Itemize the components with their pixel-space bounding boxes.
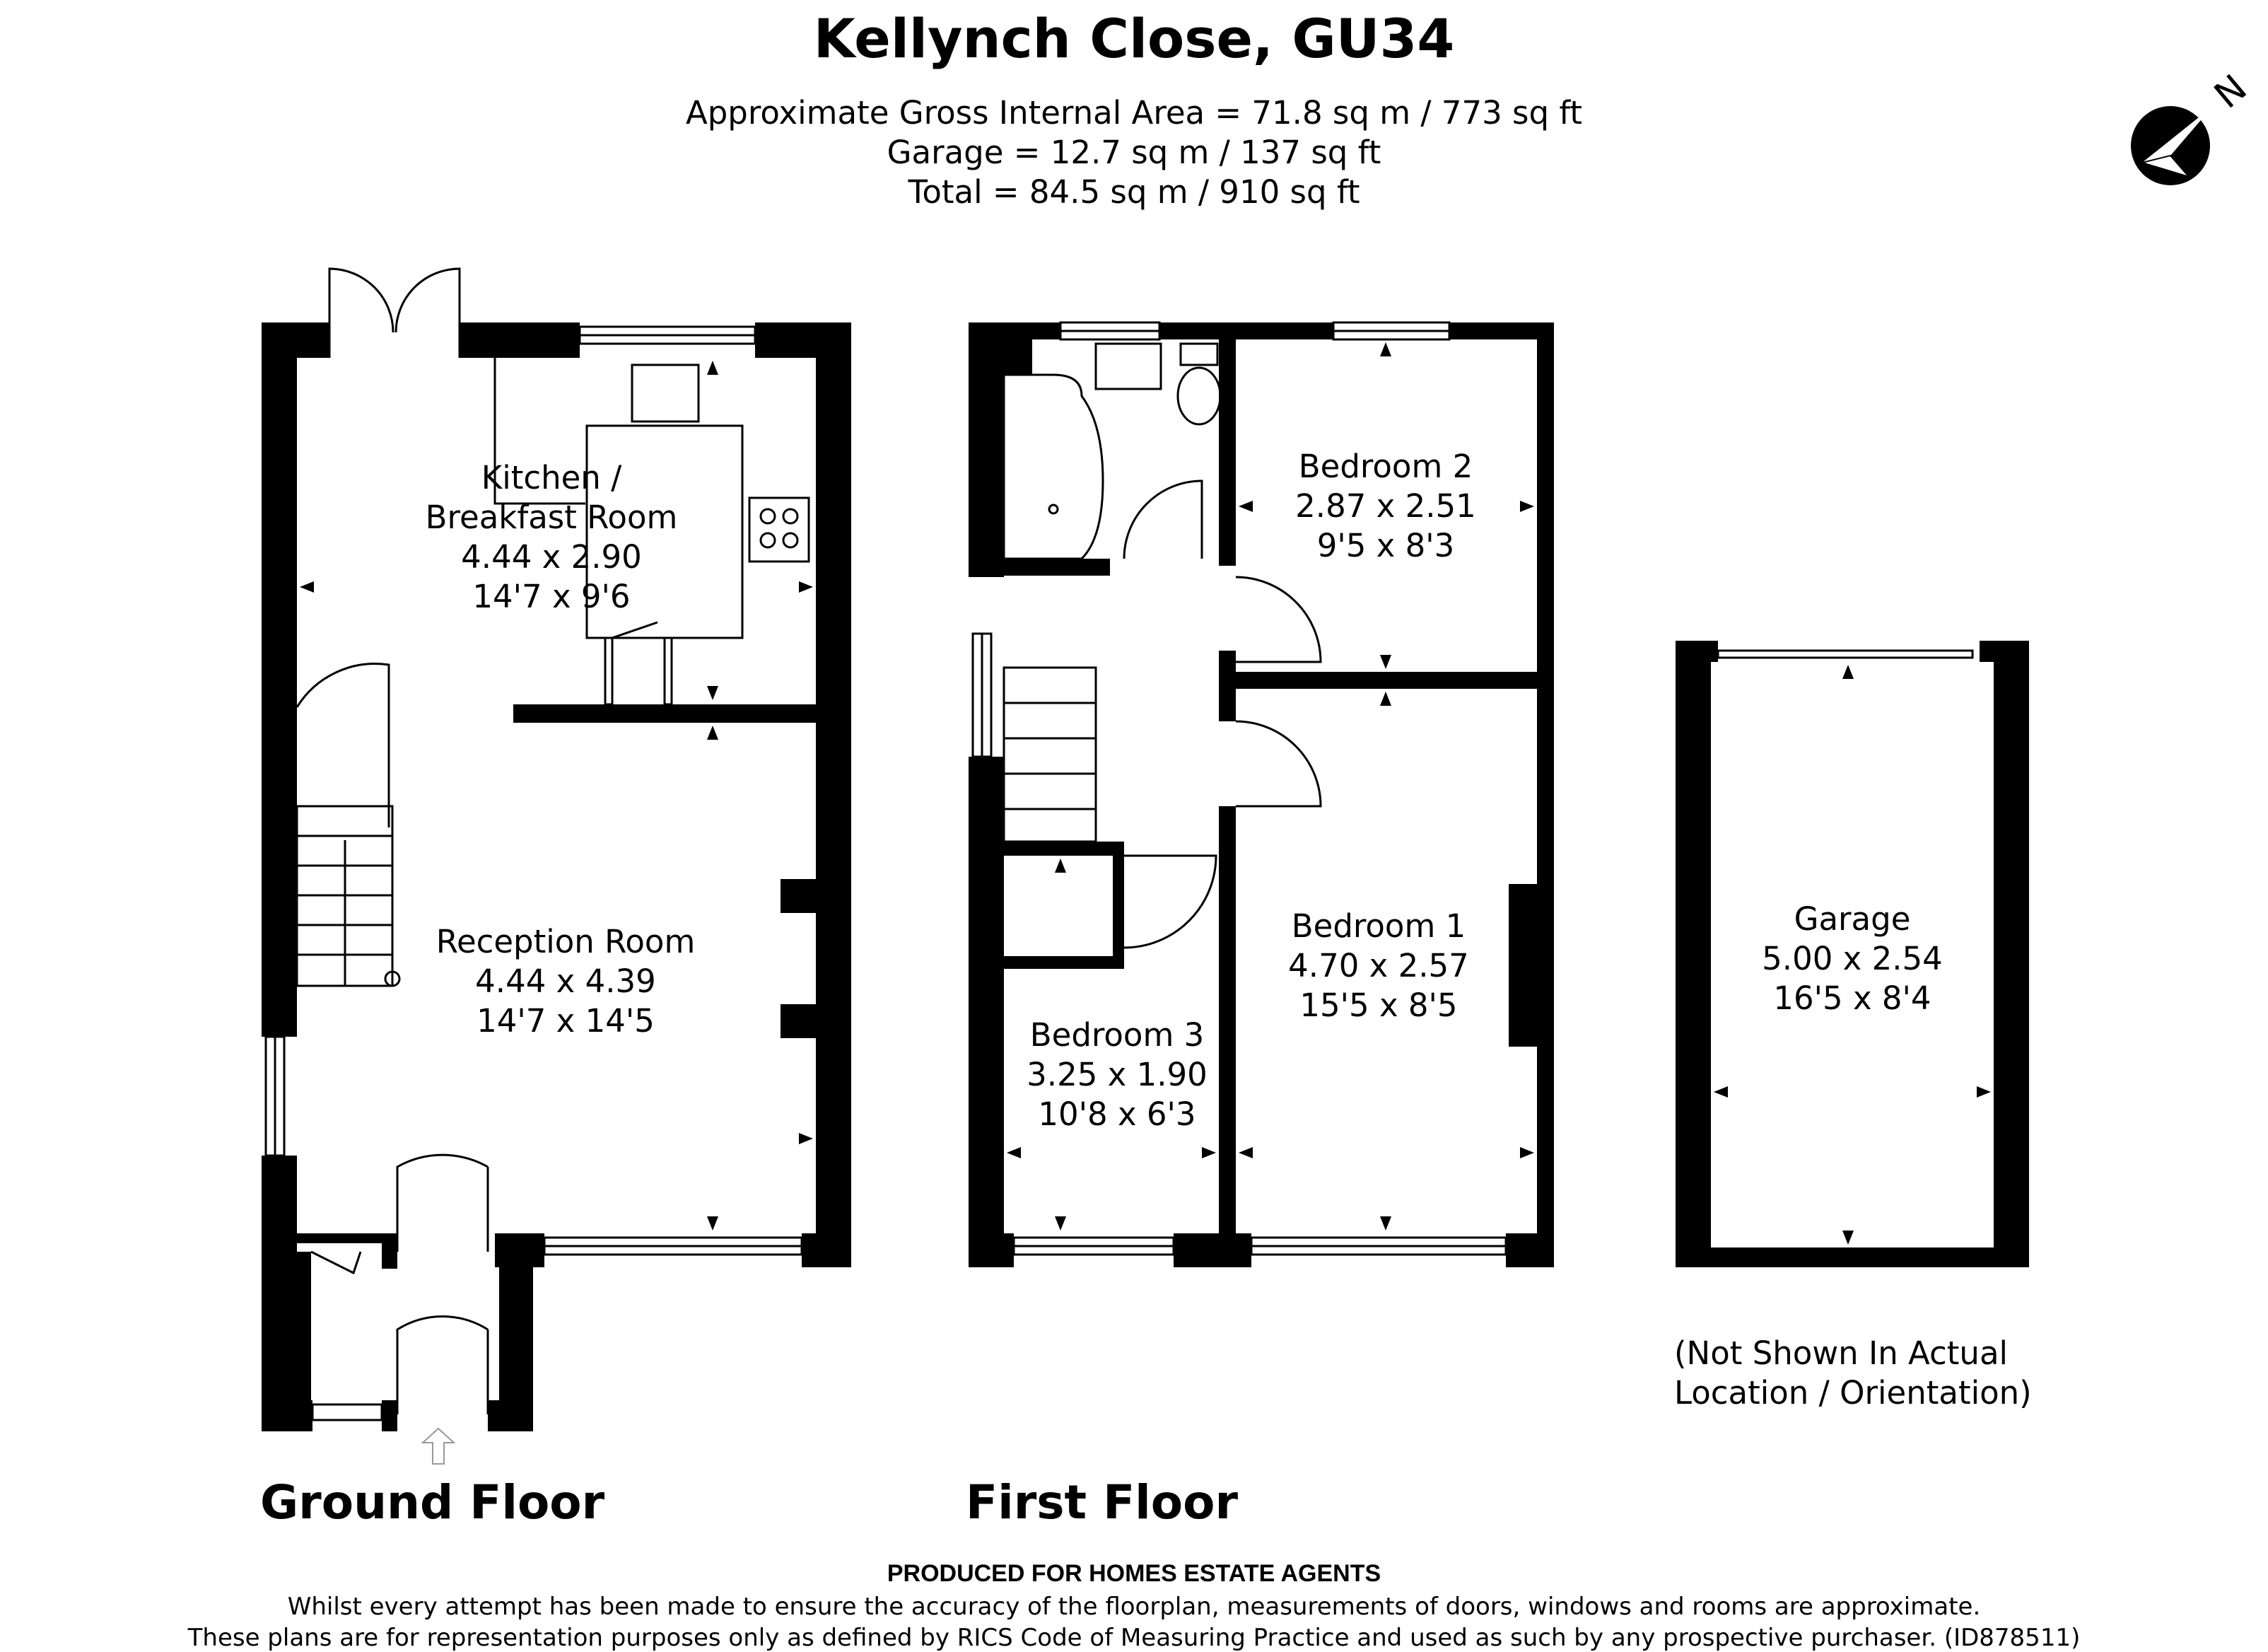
room-imperial: 16'5 x 8'4: [1773, 979, 1931, 1017]
room-name: Reception Room: [436, 923, 696, 960]
room-name: Bedroom 3: [1029, 1016, 1205, 1054]
room-imperial: 14'7 x 9'6: [472, 578, 631, 615]
produced-for-label: PRODUCED FOR HOMES ESTATE AGENTS: [887, 1560, 1381, 1587]
room-metric: 4.44 x 2.90: [461, 538, 642, 576]
total-area: Total = 84.5 sq m / 910 sq ft: [908, 173, 1360, 211]
first-floor-walls: [969, 322, 1554, 1267]
room-bedroom-3: Bedroom 3 3.25 x 1.90 10'8 x 6'3: [1004, 1016, 1230, 1134]
room-reception: Reception Room 4.44 x 4.39 14'7 x 14'5: [396, 922, 735, 1041]
ground-floor-walls: [262, 322, 851, 1431]
room-metric: 3.25 x 1.90: [1027, 1056, 1208, 1093]
ground-floor-details: [264, 267, 810, 1465]
room-kitchen: Kitchen / Breakfast Room 4.44 x 2.90 14'…: [396, 458, 707, 617]
garage-walls: [1676, 641, 2029, 1267]
disclaimer-line-1: Whilst every attempt has been made to en…: [287, 1593, 1981, 1621]
area-summary: Approximate Gross Internal Area = 71.8 s…: [0, 93, 2268, 212]
disclaimer-line-2: These plans are for representation purpo…: [187, 1624, 2081, 1652]
garage-area: Garage = 12.7 sq m / 137 sq ft: [887, 134, 1381, 171]
room-name: Bedroom 2: [1298, 448, 1473, 485]
room-name: Breakfast Room: [425, 499, 678, 536]
room-imperial: 10'8 x 6'3: [1038, 1095, 1196, 1133]
room-bedroom-2: Bedroom 2 2.87 x 2.51 9'5 x 8'3: [1258, 447, 1513, 566]
plan-title: Kellynch Close, GU34: [813, 7, 1455, 70]
first-floor-label: First Floor: [966, 1475, 1239, 1530]
room-imperial: 15'5 x 8'5: [1299, 987, 1458, 1024]
gross-internal-area: Approximate Gross Internal Area = 71.8 s…: [685, 94, 1583, 132]
room-metric: 2.87 x 2.51: [1295, 487, 1476, 525]
room-name: Bedroom 1: [1291, 907, 1466, 945]
room-metric: 5.00 x 2.54: [1762, 940, 1943, 977]
room-name: Garage: [1794, 900, 1911, 938]
room-name: Kitchen /: [481, 459, 622, 496]
compass-icon: [2131, 106, 2213, 185]
room-metric: 4.70 x 2.57: [1288, 947, 1469, 984]
garage-location-note: (Not Shown In Actual Location / Orientat…: [1674, 1334, 2032, 1412]
room-imperial: 9'5 x 8'3: [1316, 527, 1455, 564]
room-imperial: 14'7 x 14'5: [477, 1002, 655, 1040]
first-floor-details: [971, 321, 1507, 1256]
measurement-markers: [300, 342, 1991, 1245]
ground-floor-label: Ground Floor: [260, 1475, 605, 1530]
room-metric: 4.44 x 4.39: [475, 962, 656, 1000]
room-bedroom-1: Bedroom 1 4.70 x 2.57 15'5 x 8'5: [1251, 907, 1506, 1025]
room-garage: Garage 5.00 x 2.54 16'5 x 8'4: [1711, 900, 1994, 1018]
